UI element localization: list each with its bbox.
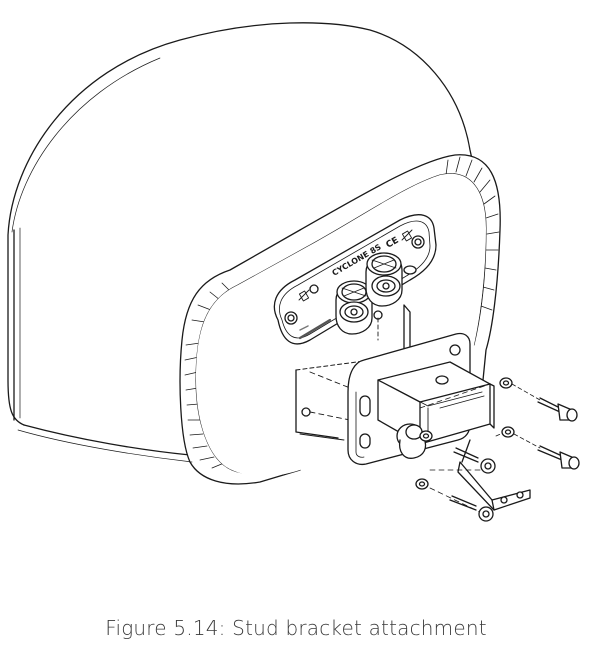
stud-bracket-icon [347, 332, 531, 515]
socket-cap-screw-icon [449, 383, 580, 522]
binding-post-icon [335, 252, 417, 335]
washer-icon [415, 377, 515, 490]
weee-bin-icon [298, 229, 413, 302]
figure-caption: Figure 5.14: Stud bracket attachment [105, 616, 487, 640]
stud-bracket-diagram: CYCLONE 8S CE [7, 22, 580, 522]
